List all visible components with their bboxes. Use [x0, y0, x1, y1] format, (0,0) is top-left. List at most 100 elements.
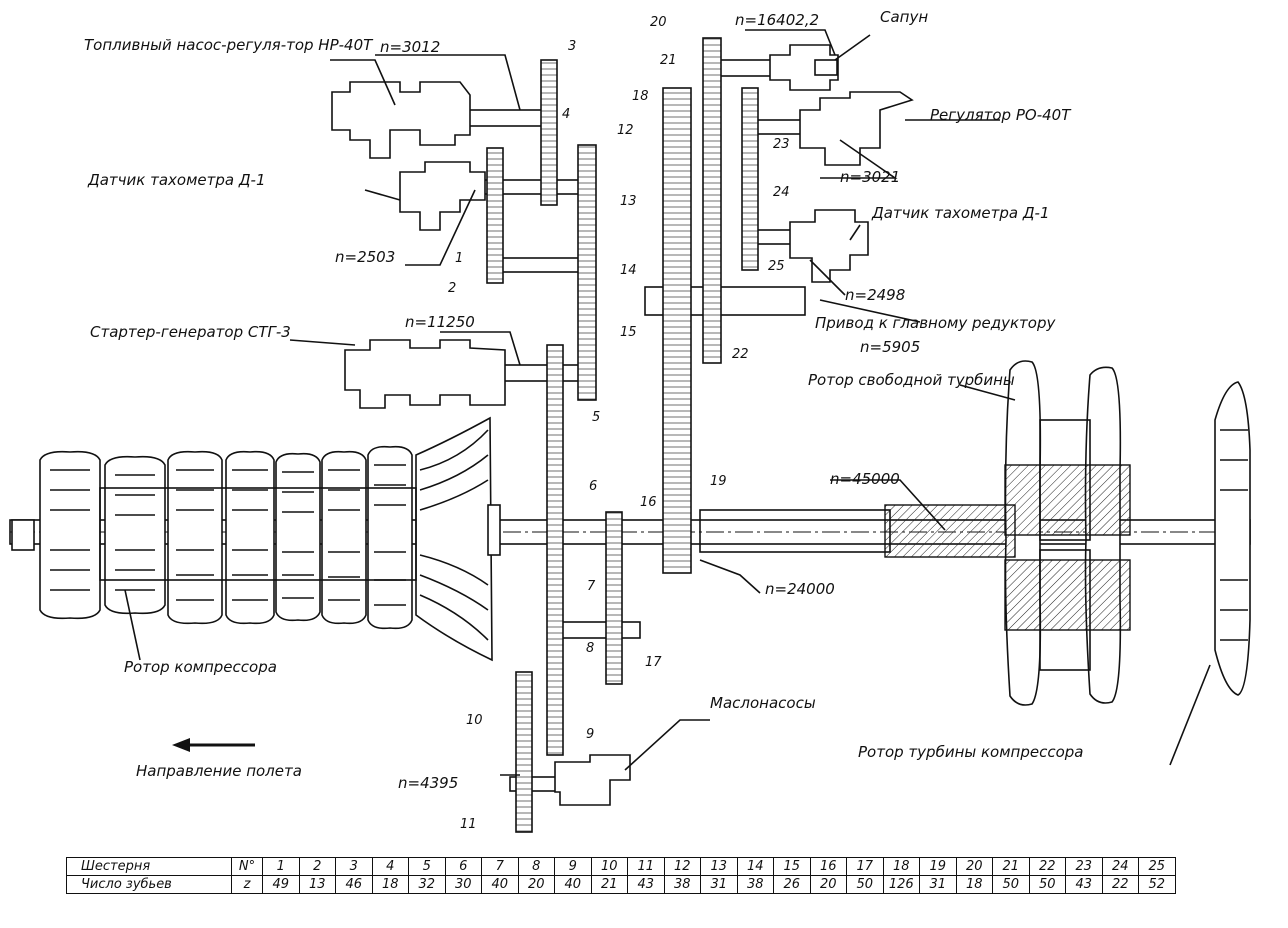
gear-23 [741, 87, 759, 271]
gear-5 [546, 344, 564, 756]
gear-number: 19 [710, 474, 727, 489]
gear-cell: 3 [335, 857, 373, 876]
teeth-cell: 18 [371, 875, 409, 894]
gear-cell: 4 [371, 857, 409, 876]
teeth-cell: 38 [663, 875, 701, 894]
teeth-cell: 13 [298, 875, 336, 894]
gear-cell: 8 [517, 857, 555, 876]
gear-cell: 5 [408, 857, 446, 876]
teeth-cell: 31 [700, 875, 738, 894]
label-n-3012: n=3012 [380, 38, 440, 56]
gear-cell: 7 [481, 857, 519, 876]
gear-cell: 10 [590, 857, 628, 876]
gear-number: 25 [768, 259, 785, 274]
row-label-gear: Шестерня [66, 857, 232, 876]
gear-number: 8 [586, 641, 594, 656]
label-n-2498: n=2498 [845, 286, 905, 304]
label-fuel-pump: Топливный насос-регуля-тор НР-40Т [84, 36, 374, 54]
gear-number: 9 [586, 727, 594, 742]
gear-train [486, 37, 759, 833]
label-n-4395: n=4395 [398, 774, 458, 792]
gear-12 [577, 144, 597, 401]
teeth-cell: 18 [955, 875, 993, 894]
gear-number: 13 [620, 194, 637, 209]
teeth-cell: 21 [590, 875, 628, 894]
gear-cell: 11 [627, 857, 665, 876]
gear-cell: 19 [919, 857, 957, 876]
teeth-cell: 50 [846, 875, 884, 894]
label-n-45000: n=45000 [830, 470, 900, 488]
table-row-gears: Шестерня N° 1 2 3 4 5 6 7 8 9 10 11 12 1… [66, 857, 1176, 876]
gear-16 [605, 511, 623, 685]
gear-cell: 20 [955, 857, 993, 876]
gear-cell: 6 [444, 857, 482, 876]
gear-number: 15 [620, 325, 637, 340]
gear-number: 6 [589, 479, 597, 494]
gear-number: 23 [773, 137, 790, 152]
gear-number: 10 [466, 713, 483, 728]
label-n-3021: n=3021 [840, 168, 900, 186]
teeth-cell: 20 [809, 875, 847, 894]
starter-generator-unit [344, 339, 506, 409]
gear-number: 7 [587, 579, 596, 594]
flight-direction-arrow [172, 738, 255, 752]
gear-cell: 1 [262, 857, 300, 876]
compressor-stage [321, 450, 367, 625]
gear-18 [662, 87, 692, 574]
centrifugal-impeller [415, 416, 501, 662]
row-symbol-z: z [231, 875, 263, 894]
gear-number: 3 [568, 39, 576, 54]
compressor-stage [167, 450, 223, 625]
gear-cell: 23 [1065, 857, 1103, 876]
teeth-cell: 40 [554, 875, 592, 894]
fuel-pump-regulator-unit [331, 81, 471, 159]
gear-number-labels: 1 2 3 4 5 6 7 8 9 10 11 12 13 14 15 16 1… [448, 15, 790, 832]
compressor-rotor [11, 416, 501, 662]
compressor-stage [275, 452, 321, 622]
label-flight-direction: Направление полета [136, 762, 302, 780]
label-tacho-right: Датчик тахометра Д-1 [871, 204, 1050, 222]
gear-3 [540, 59, 558, 206]
gear-cell: 15 [773, 857, 811, 876]
row-symbol-number: N° [231, 857, 263, 876]
label-free-turbine-rotor: Ротор свободной турбины [808, 371, 1015, 389]
teeth-cell: 50 [1028, 875, 1066, 894]
compressor-stage [367, 445, 413, 630]
teeth-cell: 52 [1138, 875, 1176, 894]
teeth-cell: 26 [773, 875, 811, 894]
label-oil-pumps: Маслонасосы [710, 694, 816, 712]
gear-cell: 25 [1138, 857, 1176, 876]
teeth-cell: 43 [627, 875, 665, 894]
gear-number: 4 [562, 107, 570, 122]
gear-21 [702, 37, 722, 364]
label-regulator: Регулятор РО-40Т [930, 106, 1072, 124]
gear-cell: 22 [1028, 857, 1066, 876]
label-n-11250: n=11250 [405, 313, 475, 331]
leader-lines [124, 29, 1211, 776]
compressor-drum [99, 487, 417, 581]
label-n-16402: n=16402,2 [735, 11, 819, 29]
label-n-24000: n=24000 [765, 580, 835, 598]
gear-cell: 2 [298, 857, 336, 876]
teeth-cell: 31 [919, 875, 957, 894]
gear-cell: 18 [882, 857, 920, 876]
compressor-stage [39, 450, 101, 620]
gear-shafts [454, 59, 831, 792]
gear-cell: 14 [736, 857, 774, 876]
breather-unit [769, 44, 839, 91]
table-row-teeth: Число зубьев z 49 13 46 18 32 30 40 20 4… [66, 875, 1176, 894]
gear-cell: 24 [1101, 857, 1139, 876]
regulator-ro40t-unit [799, 91, 914, 166]
compressor-turbine-rotor [1214, 381, 1251, 696]
teeth-cell: 38 [736, 875, 774, 894]
label-compressor-rotor: Ротор компрессора [124, 658, 277, 676]
gear-number: 14 [620, 263, 637, 278]
gear-cell: 16 [809, 857, 847, 876]
label-n-5905: n=5905 [860, 338, 920, 356]
label-starter: Стартер-генератор СТГ-3 [90, 323, 291, 341]
gear-number: 5 [592, 410, 600, 425]
gear-number: 11 [460, 817, 477, 832]
tacho-sensor-left [399, 161, 486, 231]
teeth-cell: 40 [481, 875, 519, 894]
